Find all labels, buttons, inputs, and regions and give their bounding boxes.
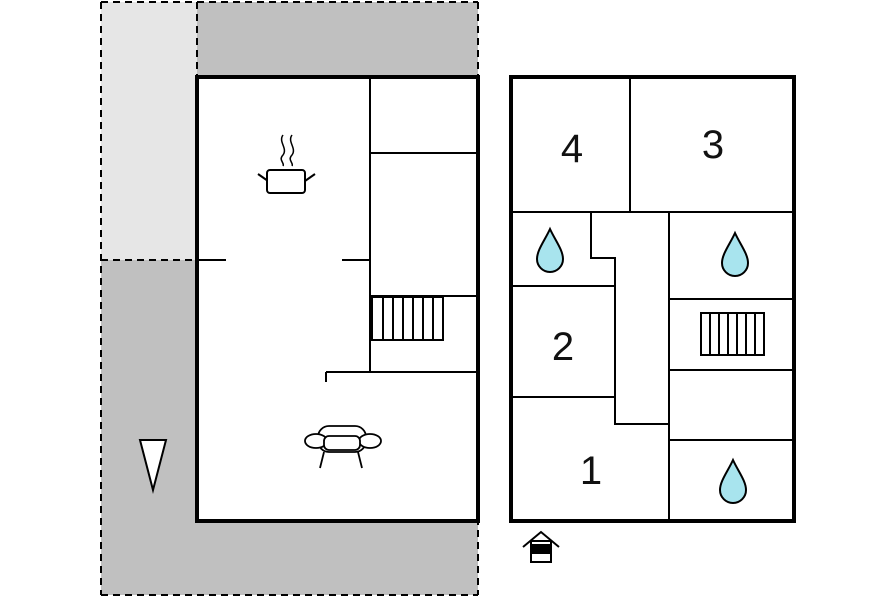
room-label-4: 4 [561,127,583,171]
room-label-2: 2 [552,325,574,369]
room-label-1: 1 [580,449,602,493]
armchair-icon [304,425,382,469]
left-floor [195,75,480,523]
terrace-dark-bottom [197,521,478,595]
room-label-3: 3 [702,123,724,167]
right-floor-walls [511,77,794,521]
terrace-dark-left [101,260,197,595]
outdoor-area [100,1,479,596]
terrace-dark-top [197,2,478,77]
cooking-pot-icon [257,134,316,194]
north-arrow-icon [138,439,168,494]
water-drop-icon [535,226,565,273]
water-drop-icon [720,230,750,277]
water-drop-icon [718,457,748,504]
entrance-house-icon [522,530,560,563]
stairs-icon [371,296,444,341]
right-floor: 4 3 2 1 [509,75,796,563]
terrace-light [101,2,197,260]
stairs-icon [700,312,765,356]
